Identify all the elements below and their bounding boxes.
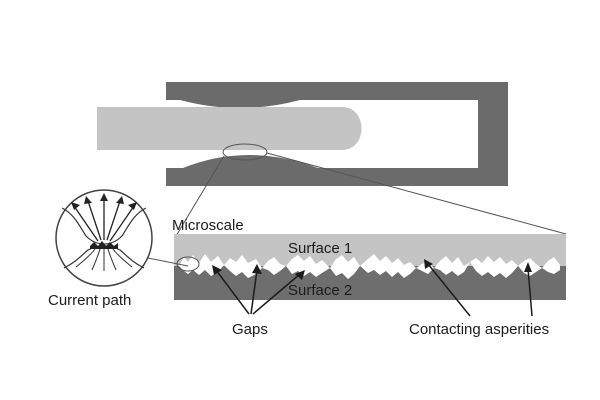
contacting-asperities-label: Contacting asperities bbox=[409, 321, 549, 338]
connector-macro-view bbox=[97, 82, 508, 186]
current-path-label: Current path bbox=[48, 292, 131, 309]
inset-connector-line bbox=[147, 257, 189, 267]
asperity-pointer-lines bbox=[427, 263, 533, 317]
surface-1-label: Surface 1 bbox=[288, 240, 352, 257]
zoom-ellipse bbox=[222, 143, 268, 161]
inserted-bar bbox=[97, 107, 362, 150]
surface-2-label: Surface 2 bbox=[288, 282, 352, 299]
clamp-frame bbox=[166, 82, 508, 186]
asperity-arrowheads bbox=[424, 259, 532, 272]
microscale-interface bbox=[174, 234, 566, 300]
current-arrowheads bbox=[71, 193, 137, 210]
interface-highlight bbox=[176, 256, 200, 272]
gaps-label: Gaps bbox=[232, 321, 268, 338]
gap-region bbox=[179, 254, 560, 279]
zoom-line-right bbox=[266, 152, 567, 235]
inset-contact-spot bbox=[90, 241, 118, 249]
upper-contact-bump bbox=[180, 100, 300, 108]
zoom-line-left bbox=[175, 155, 225, 237]
current-arrows bbox=[73, 198, 135, 242]
lower-contact-bump bbox=[183, 155, 318, 168]
inset-flow-lines-lower bbox=[75, 248, 133, 271]
current-path-inset bbox=[55, 189, 153, 287]
gap-pointer-lines bbox=[215, 269, 301, 315]
gap-arrowheads bbox=[212, 264, 305, 280]
microscale-label: Microscale bbox=[172, 217, 244, 234]
